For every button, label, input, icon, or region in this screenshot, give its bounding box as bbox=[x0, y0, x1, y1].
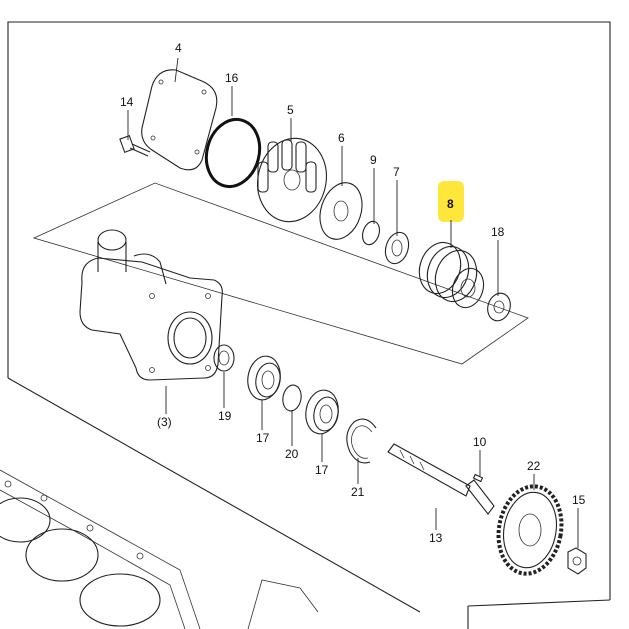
bolt-part bbox=[119, 135, 151, 157]
oil-seal-part bbox=[213, 344, 235, 372]
mechanical-seal-part bbox=[418, 241, 485, 309]
shaft-part bbox=[387, 443, 495, 515]
highlight-box bbox=[438, 181, 464, 222]
diagram-frame bbox=[7, 21, 611, 629]
part-label-13: 13 bbox=[429, 531, 443, 545]
engine-block-background bbox=[0, 469, 319, 629]
part-label-22: 22 bbox=[527, 459, 541, 473]
o-ring-part bbox=[204, 117, 262, 189]
part-label-3: (3) bbox=[157, 415, 172, 429]
part-label-8: 8 bbox=[447, 197, 454, 211]
pump-housing-part bbox=[79, 229, 223, 381]
part-label-18: 18 bbox=[491, 225, 505, 239]
part-label-9: 9 bbox=[370, 153, 377, 167]
part-label-14: 14 bbox=[120, 95, 134, 109]
part-label-20: 20 bbox=[285, 447, 299, 461]
impeller-part bbox=[257, 137, 327, 223]
seal-seat-part bbox=[487, 292, 511, 322]
nut-part bbox=[567, 547, 587, 575]
part-label-7: 7 bbox=[393, 165, 400, 179]
assembly-outline bbox=[32, 182, 529, 365]
washer-part bbox=[384, 231, 410, 265]
key-part bbox=[472, 473, 484, 483]
part-label-19: 19 bbox=[218, 409, 232, 423]
bearing-part-2 bbox=[305, 389, 339, 435]
part-label-17b: 17 bbox=[315, 463, 329, 477]
part-label-5: 5 bbox=[287, 103, 294, 117]
small-ring-part bbox=[361, 220, 381, 246]
cover-plate-part bbox=[141, 69, 218, 171]
part-label-16: 16 bbox=[225, 71, 239, 85]
part-label-21: 21 bbox=[351, 485, 365, 499]
part-label-6: 6 bbox=[338, 131, 345, 145]
part-label-17a: 17 bbox=[256, 431, 270, 445]
wear-plate-part bbox=[319, 182, 363, 240]
part-label-15: 15 bbox=[572, 493, 586, 507]
bearing-part-1 bbox=[247, 355, 281, 401]
part-label-4: 4 bbox=[175, 41, 182, 55]
leader-lines bbox=[127, 57, 579, 548]
circlip-part bbox=[346, 418, 377, 464]
gear-part bbox=[496, 484, 564, 576]
snap-ring-part bbox=[282, 384, 302, 412]
part-label-10: 10 bbox=[473, 435, 487, 449]
part-labels: 4 16 14 5 6 9 7 8 18 (3) 19 17 20 17 21 … bbox=[120, 41, 586, 545]
